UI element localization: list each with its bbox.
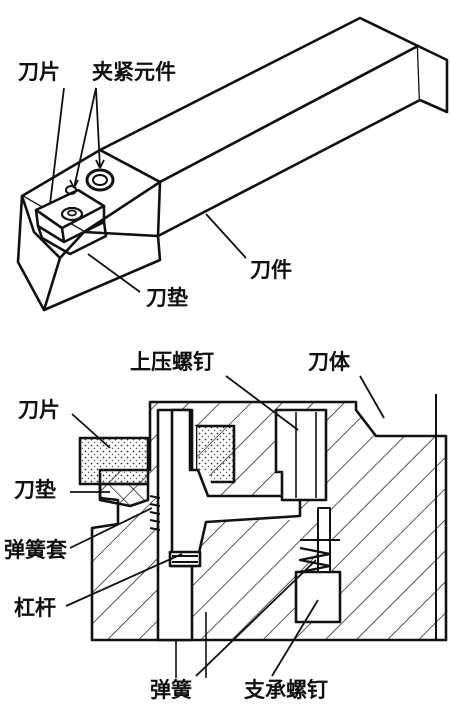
upper-block bbox=[194, 424, 236, 484]
leader-clamp-b bbox=[95, 87, 101, 169]
insert-edge bbox=[60, 227, 66, 243]
shank-end-face bbox=[417, 44, 449, 114]
label-lever: 杠杆 bbox=[14, 596, 56, 620]
label-shim-section: 刀垫 bbox=[14, 478, 56, 502]
top-view-leaders bbox=[49, 87, 247, 293]
clamp-screw-socket bbox=[92, 174, 108, 186]
leader-insert bbox=[49, 87, 65, 205]
leader-shim bbox=[87, 253, 141, 293]
label-body: 刀体 bbox=[308, 350, 350, 374]
clamp-screw bbox=[85, 168, 115, 192]
leader-holder bbox=[205, 213, 247, 259]
pin bbox=[65, 185, 77, 195]
label-spring: 弹簧 bbox=[150, 678, 192, 702]
shim-section bbox=[98, 482, 150, 508]
label-holder: 刀件 bbox=[250, 258, 292, 282]
top-view-drawing bbox=[16, 16, 449, 312]
lever-foot bbox=[168, 550, 202, 568]
clamp-pin bbox=[67, 209, 77, 217]
leader-support-screw bbox=[271, 599, 319, 677]
insert-hole bbox=[60, 206, 84, 222]
section-leaders bbox=[65, 375, 385, 677]
label-upper-screw: 上压螺钉 bbox=[130, 350, 214, 374]
label-spring-sleeve: 弹簧套 bbox=[4, 538, 67, 562]
head-lower-edge bbox=[20, 195, 61, 259]
leader-body bbox=[359, 375, 385, 419]
shim-outline bbox=[36, 221, 108, 256]
support-screw bbox=[294, 570, 342, 624]
spring-sleeve-coils bbox=[149, 495, 161, 531]
label-insert-top: 刀片 bbox=[18, 60, 60, 84]
leader-upper-screw bbox=[225, 375, 299, 431]
label-support-screw: 支承螺钉 bbox=[244, 678, 328, 702]
insert-section bbox=[78, 436, 150, 486]
leader-lever bbox=[65, 553, 183, 607]
leader-spring-sleeve bbox=[69, 507, 153, 549]
leader-insert-sec bbox=[71, 413, 111, 449]
leader-clamp-a bbox=[73, 87, 97, 189]
upper-screw bbox=[274, 408, 328, 502]
label-clamp-element: 夹紧元件 bbox=[92, 60, 176, 84]
leader-spring bbox=[195, 559, 317, 677]
section-view-drawing bbox=[78, 394, 448, 678]
spring bbox=[298, 546, 332, 574]
label-shim-top: 刀垫 bbox=[146, 286, 188, 310]
arrow-clamp-b bbox=[95, 159, 105, 169]
label-insert-section: 刀片 bbox=[18, 398, 60, 422]
arrow-clamp-a bbox=[69, 179, 79, 189]
